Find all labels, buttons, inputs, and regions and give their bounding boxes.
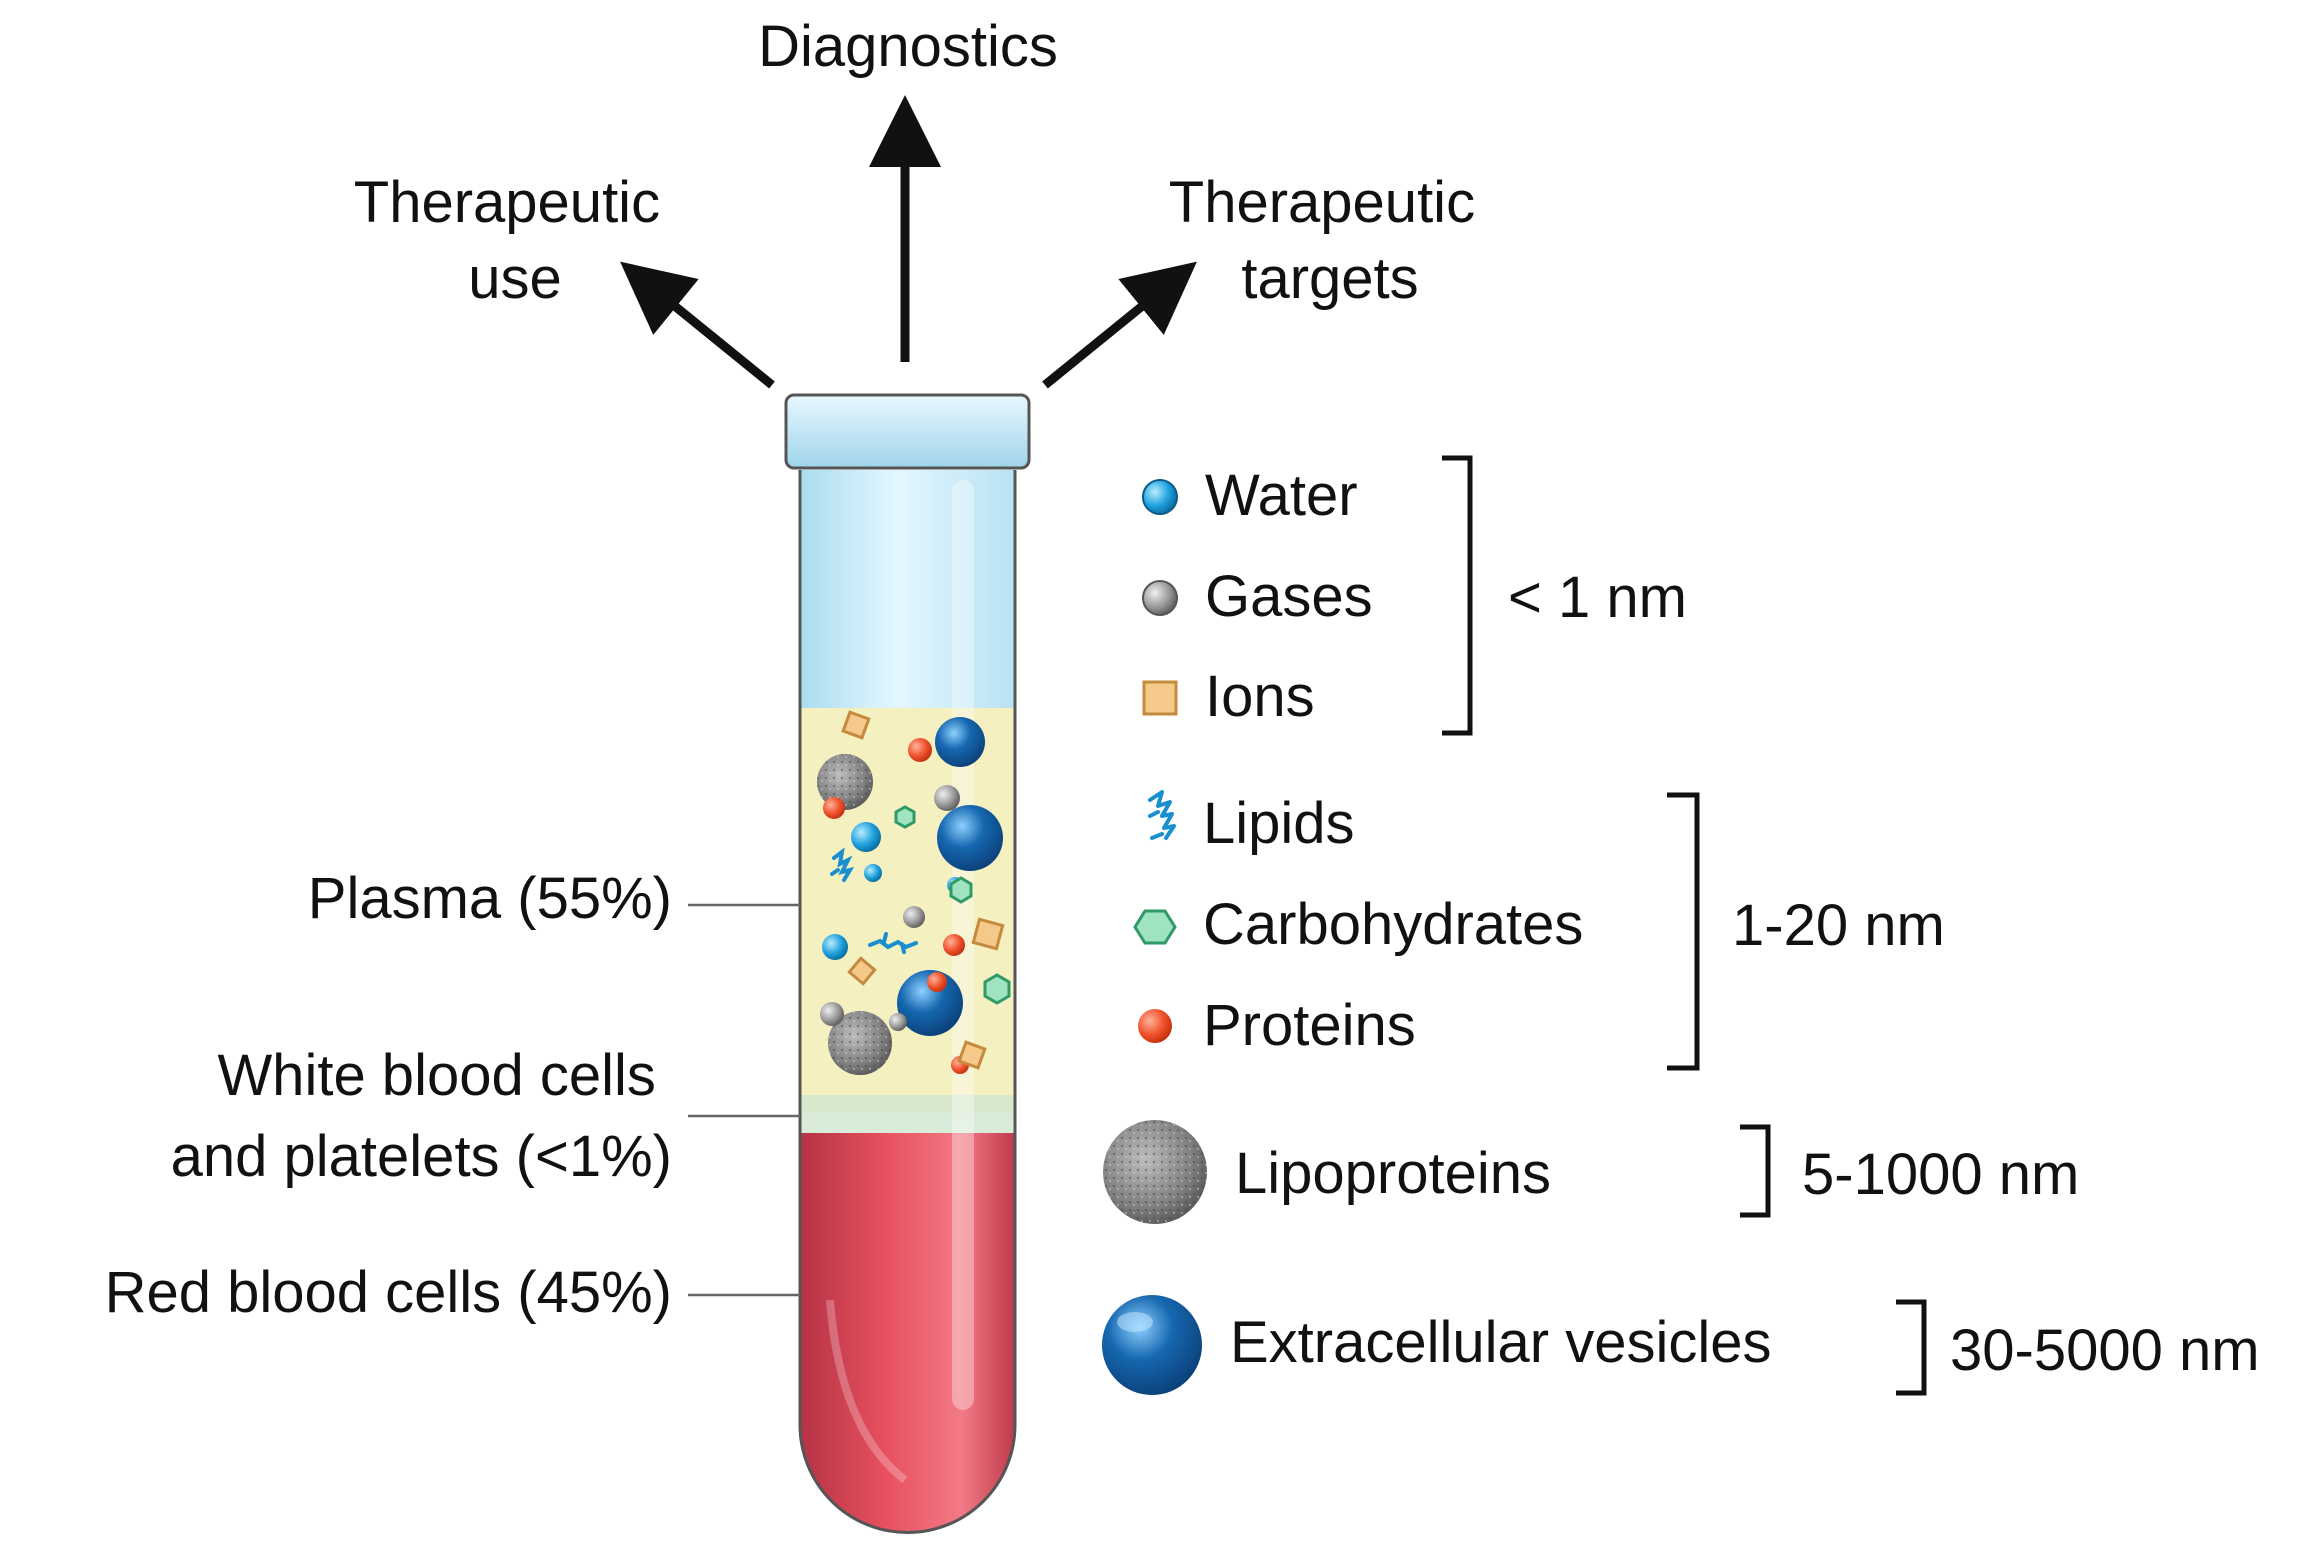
gas-particle [820,1002,844,1026]
layer-labels: Plasma (55%) White blood cells and plate… [105,866,800,1325]
carbohydrate-particle [949,876,973,904]
carbohydrate-icon [1133,909,1177,945]
range-lipoproteins: 5-1000 nm [1802,1142,2079,1207]
tube-inner-reflection [826,1299,908,1484]
legend-gases: Gases [1205,564,1373,629]
tube-cap [784,393,1031,470]
legend-vesicles: Extracellular vesicles [1230,1310,1772,1375]
protein-particle [927,972,947,992]
vesicle-icon [1102,1295,1202,1395]
gas-icon [1142,580,1178,616]
plasma-particles [817,710,1011,1075]
protein-particle [943,934,965,956]
vesicle-particle [935,717,985,767]
bracket-medium [1667,792,1700,1071]
label-red-cells: Red blood cells (45%) [105,1260,672,1325]
water-particle [851,822,881,852]
carbohydrate-particle [894,805,916,829]
water-icon [1142,479,1178,515]
tube-empty-top [800,470,1015,710]
legend-ions: Ions [1205,664,1315,729]
gas-particle [903,906,925,928]
vesicle-particle [897,970,963,1036]
ion-icon [1142,680,1178,716]
tube-outline [798,470,1017,1534]
gas-particle [889,1013,907,1031]
legend-proteins: Proteins [1203,993,1416,1058]
range-small: < 1 nm [1508,565,1687,630]
ion-particle [847,956,877,986]
bracket-vesicles [1896,1299,1927,1396]
protein-particle [908,738,932,762]
lipid-particle [830,847,855,882]
carbohydrate-particle [983,973,1011,1005]
legend-carbohydrates: Carbohydrates [1203,892,1583,957]
vesicle-highlight [1117,1312,1153,1332]
legend: Water Gases Ions < 1 nm Lipids Carbohydr… [1102,455,2260,1396]
label-buffy-coat: White blood cells and platelets (<1%) [171,1043,672,1189]
label-plasma: Plasma (55%) [308,866,672,931]
water-particle [822,934,848,960]
ion-particle [971,917,1005,951]
gas-particle [934,785,960,811]
buffy-coat-layer [800,1095,1015,1135]
bracket-small [1442,455,1473,736]
range-vesicles: 30-5000 nm [1950,1318,2260,1383]
protein-icon [1138,1009,1172,1043]
lipid-particle [868,932,918,954]
arrow-therapeutic-use [620,261,775,389]
arrow-therapeutic-targets [1042,261,1197,389]
legend-lipids: Lipids [1203,791,1355,856]
label-therapeutic-use: Therapeutic use [354,170,676,311]
water-particle [864,864,882,882]
bracket-lipoproteins [1740,1124,1771,1218]
label-diagnostics: Diagnostics [758,14,1058,79]
ion-particle [957,1040,987,1070]
protein-particle [823,797,845,819]
lipid-icon [1148,790,1176,840]
uses-arrows [620,95,1197,389]
lipoprotein-particle [817,754,873,810]
ion-particle [841,710,871,740]
legend-lipoproteins: Lipoproteins [1235,1141,1551,1206]
test-tube [784,393,1031,1534]
lipoprotein-texture [1103,1120,1207,1224]
lipoprotein-particle [828,1011,892,1075]
vesicle-particle [937,805,1003,871]
red-cell-layer [800,1133,1015,1533]
range-medium: 1-20 nm [1732,893,1945,958]
label-therapeutic-targets: Therapeutic targets [1169,170,1491,311]
legend-water: Water [1205,463,1358,528]
